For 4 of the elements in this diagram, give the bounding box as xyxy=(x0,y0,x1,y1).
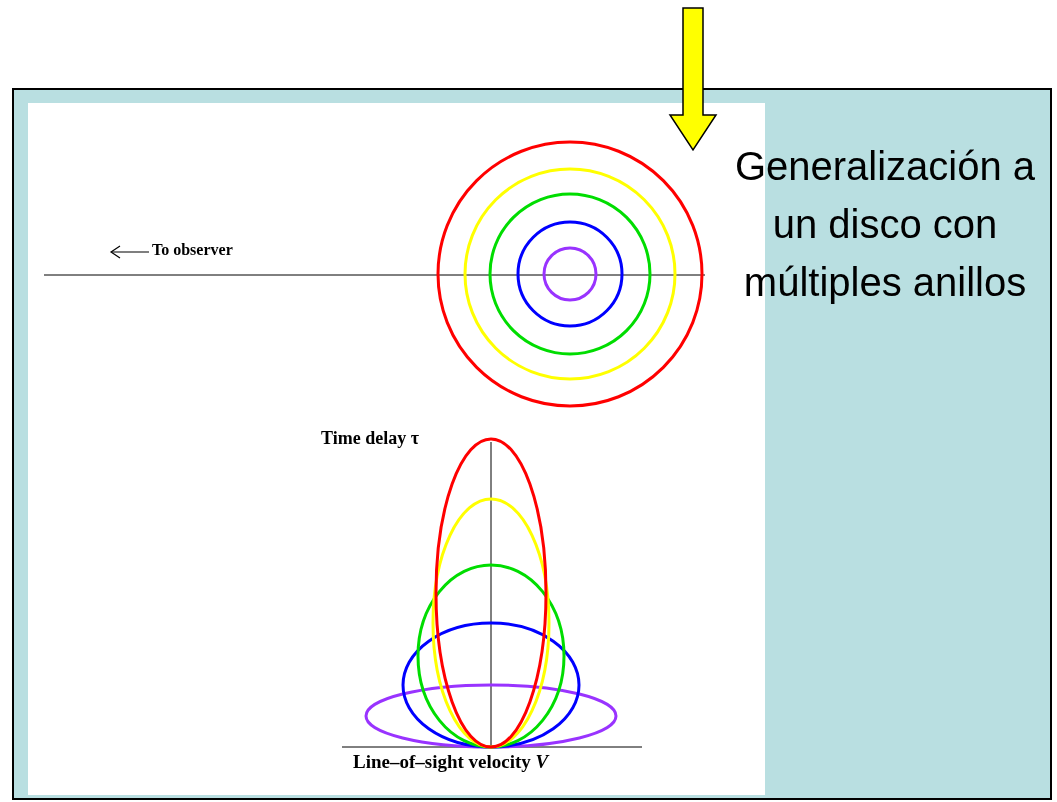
axis-label: Time delay τ xyxy=(321,428,419,449)
axis-label: To observer xyxy=(152,241,233,259)
axis-label: Line–of–sight velocity V xyxy=(353,751,549,773)
heading: Generalización a un disco con múltiples anillos xyxy=(733,143,1037,306)
